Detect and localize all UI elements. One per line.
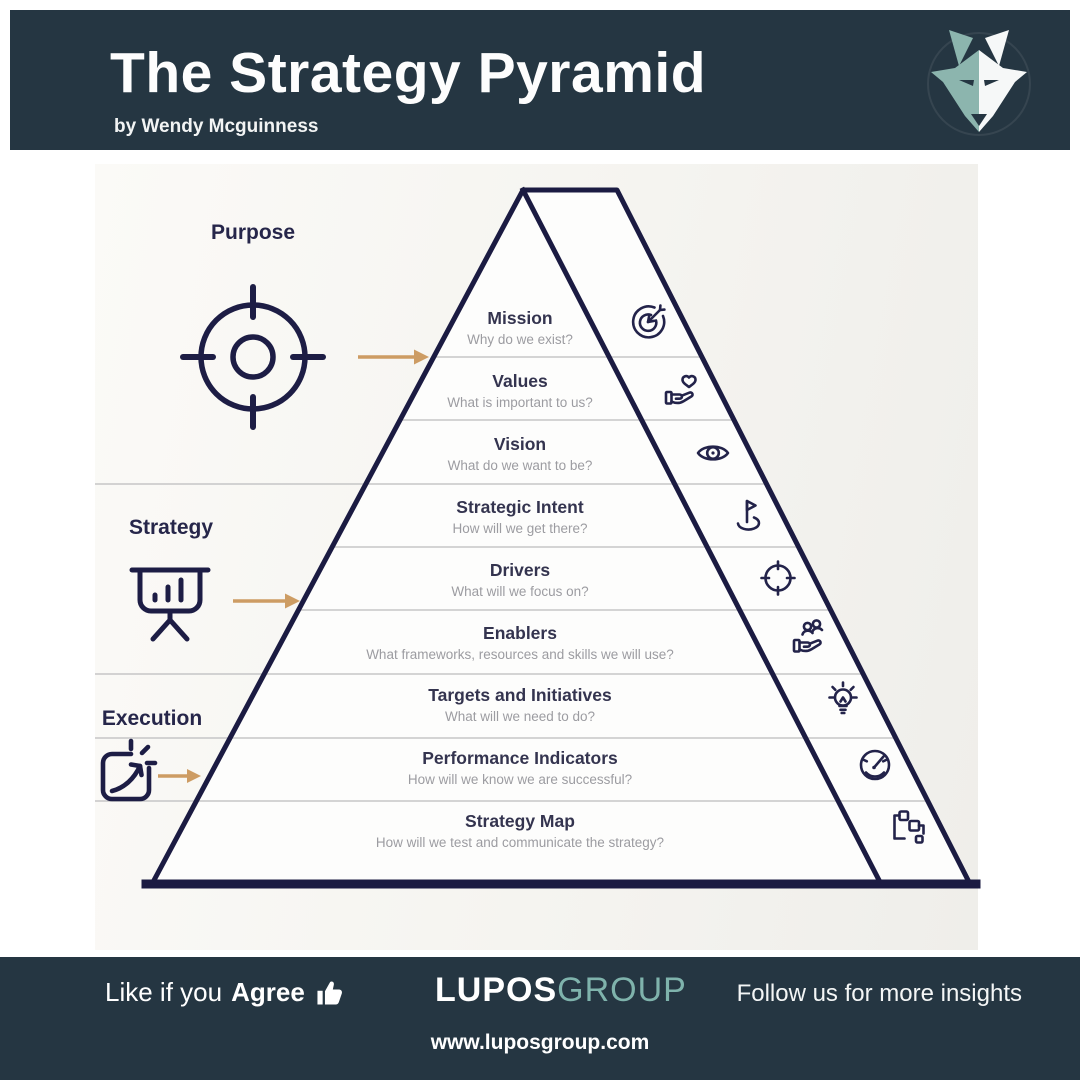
- like-word: Agree: [231, 977, 305, 1007]
- flowchart-icon: [893, 810, 925, 844]
- page-title: The Strategy Pyramid: [110, 41, 707, 105]
- execution-arrow: [158, 769, 201, 783]
- brand-logo: LUPOSGROUP: [435, 971, 687, 1010]
- dart-target-icon: [631, 304, 666, 339]
- brand-secondary: GROUP: [557, 971, 687, 1009]
- golf-flag-icon: [736, 499, 761, 531]
- pyramid-diagram: [95, 186, 981, 889]
- zone-label-strategy: Strategy: [128, 516, 214, 539]
- pyramid-body: [152, 190, 970, 884]
- presentation-chart-icon: [129, 567, 211, 642]
- strategy-arrow: [233, 593, 300, 609]
- wolf-logo: [927, 30, 1031, 136]
- launch-arrow-icon: [100, 738, 158, 802]
- diagram-area: Purpose Strategy Execution Mission Why d…: [0, 150, 1080, 957]
- footer: Like if you Agree LUPOSGROUP Follow us f…: [0, 957, 1080, 1080]
- like-cta[interactable]: Like if you Agree: [105, 977, 344, 1008]
- zone-label-execution: Execution: [101, 707, 203, 730]
- lightbulb-icon: [828, 681, 858, 715]
- hand-people-icon: [792, 619, 824, 653]
- website-link[interactable]: www.luposgroup.com: [430, 1031, 650, 1054]
- header: The Strategy Pyramid by Wendy Mcguinness: [10, 10, 1070, 150]
- like-prefix: Like if you: [105, 977, 223, 1007]
- crosshair-target-icon: [180, 284, 326, 430]
- eye-icon: [696, 445, 730, 461]
- brand-primary: LUPOS: [435, 971, 558, 1009]
- gauge-icon: [859, 749, 891, 781]
- pyramid-outline: [141, 186, 981, 889]
- purpose-arrow: [358, 349, 429, 365]
- hand-heart-icon: [664, 374, 697, 405]
- thumbs-up-icon: [317, 981, 342, 1005]
- follow-cta[interactable]: Follow us for more insights: [736, 980, 1022, 1007]
- byline: by Wendy Mcguinness: [114, 116, 319, 137]
- focus-crosshair-icon: [760, 560, 796, 596]
- zone-label-purpose: Purpose: [210, 221, 296, 244]
